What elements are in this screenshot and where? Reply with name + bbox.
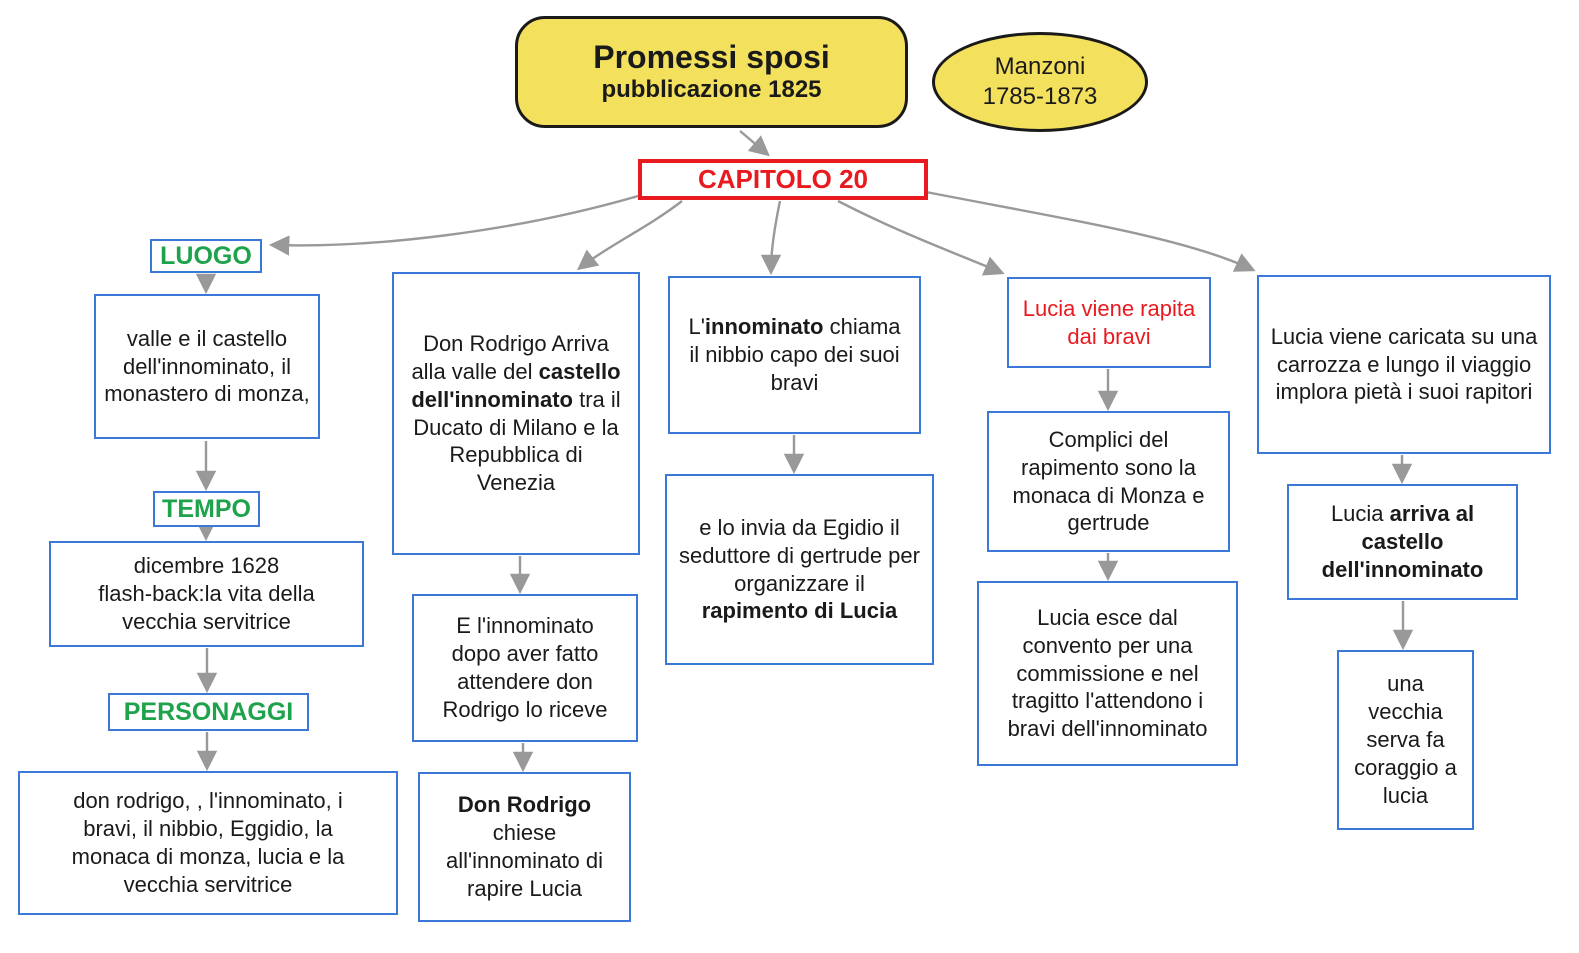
- node-luogo-detail: valle e il castello dell'innominato, il …: [94, 294, 320, 439]
- luogo-text: LUOGO: [160, 241, 252, 270]
- node-title: Promessi sposi pubblicazione 1825: [515, 16, 908, 128]
- don-rodrigo-chiese-text: Don Rodrigo chiese all'innominato di rap…: [445, 792, 604, 901]
- arrow-capitolo-to-rapita: [837, 199, 1005, 276]
- title-sub: pubblicazione 1825: [601, 76, 822, 103]
- node-don-rodrigo-arriva: Don Rodrigo Arriva alla valle del castel…: [392, 272, 640, 555]
- node-innominato-riceve: E l'innominato dopo aver fatto attendere…: [412, 594, 638, 742]
- node-author: Manzoni 1785-1873: [932, 32, 1148, 132]
- vecchia-serva-text: una vecchia serva fa coraggio a lucia: [1354, 671, 1457, 808]
- node-lucia-rapita: Lucia viene rapita dai bravi: [1007, 277, 1211, 368]
- capitolo-label: CAPITOLO 20: [697, 164, 868, 194]
- personaggi-detail-text: don rodrigo, , l'innominato, i bravi, il…: [71, 788, 345, 897]
- personaggi-text: PERSONAGGI: [123, 697, 294, 726]
- node-personaggi-detail: don rodrigo, , l'innominato, i bravi, il…: [18, 771, 398, 915]
- author-years: 1785-1873: [982, 83, 1098, 110]
- node-capitolo-20: CAPITOLO 20: [638, 159, 928, 200]
- arrow-capitolo-to-innominato: [760, 200, 782, 276]
- node-innominato-chiama: L'innominato chiama il nibbio capo dei s…: [668, 276, 921, 434]
- arrow-capitolo-to-luogo: [268, 194, 639, 256]
- node-complici: Complici del rapimento sono la monaca di…: [987, 411, 1230, 552]
- innominato-riceve-text: E l'innominato dopo aver fatto attendere…: [442, 613, 608, 722]
- lucia-rapita-text: Lucia viene rapita dai bravi: [1022, 295, 1196, 349]
- node-lucia-arriva: Lucia arriva al castello dell'innominato: [1287, 484, 1518, 600]
- node-tempo-label: TEMPO: [153, 491, 260, 527]
- luogo-detail-text: valle e il castello dell'innominato, il …: [104, 325, 310, 407]
- arrow-title-to-capitolo: [739, 130, 770, 157]
- author-name: Manzoni: [994, 53, 1086, 80]
- node-invia-egidio: e lo invia da Egidio il seduttore di ger…: [665, 474, 934, 665]
- lucia-arriva-text: Lucia arriva al castello dell'innominato: [1321, 501, 1484, 582]
- lucia-esce-text: Lucia esce dal convento per una commissi…: [1007, 604, 1208, 742]
- node-lucia-carrozza: Lucia viene caricata su una carrozza e l…: [1257, 275, 1551, 454]
- arrow-capitolo-to-rodrigo: [577, 200, 683, 271]
- complici-text: Complici del rapimento sono la monaca di…: [1012, 426, 1205, 536]
- node-personaggi-label: PERSONAGGI: [108, 693, 309, 731]
- invia-egidio-text: e lo invia da Egidio il seduttore di ger…: [679, 514, 920, 624]
- title-main: Promessi sposi: [593, 39, 830, 76]
- node-lucia-esce: Lucia esce dal convento per una commissi…: [977, 581, 1238, 766]
- innominato-chiama-text: L'innominato chiama il nibbio capo dei s…: [688, 314, 901, 395]
- node-don-rodrigo-chiese: Don Rodrigo chiese all'innominato di rap…: [418, 772, 631, 922]
- arrow-capitolo-to-carrozza: [925, 190, 1256, 272]
- don-rodrigo-arriva-text: Don Rodrigo Arriva alla valle del castel…: [411, 330, 621, 496]
- lucia-carrozza-text: Lucia viene caricata su una carrozza e l…: [1270, 323, 1538, 405]
- tempo-text: TEMPO: [162, 494, 251, 523]
- node-vecchia-serva: una vecchia serva fa coraggio a lucia: [1337, 650, 1474, 830]
- node-luogo-label: LUOGO: [150, 239, 262, 273]
